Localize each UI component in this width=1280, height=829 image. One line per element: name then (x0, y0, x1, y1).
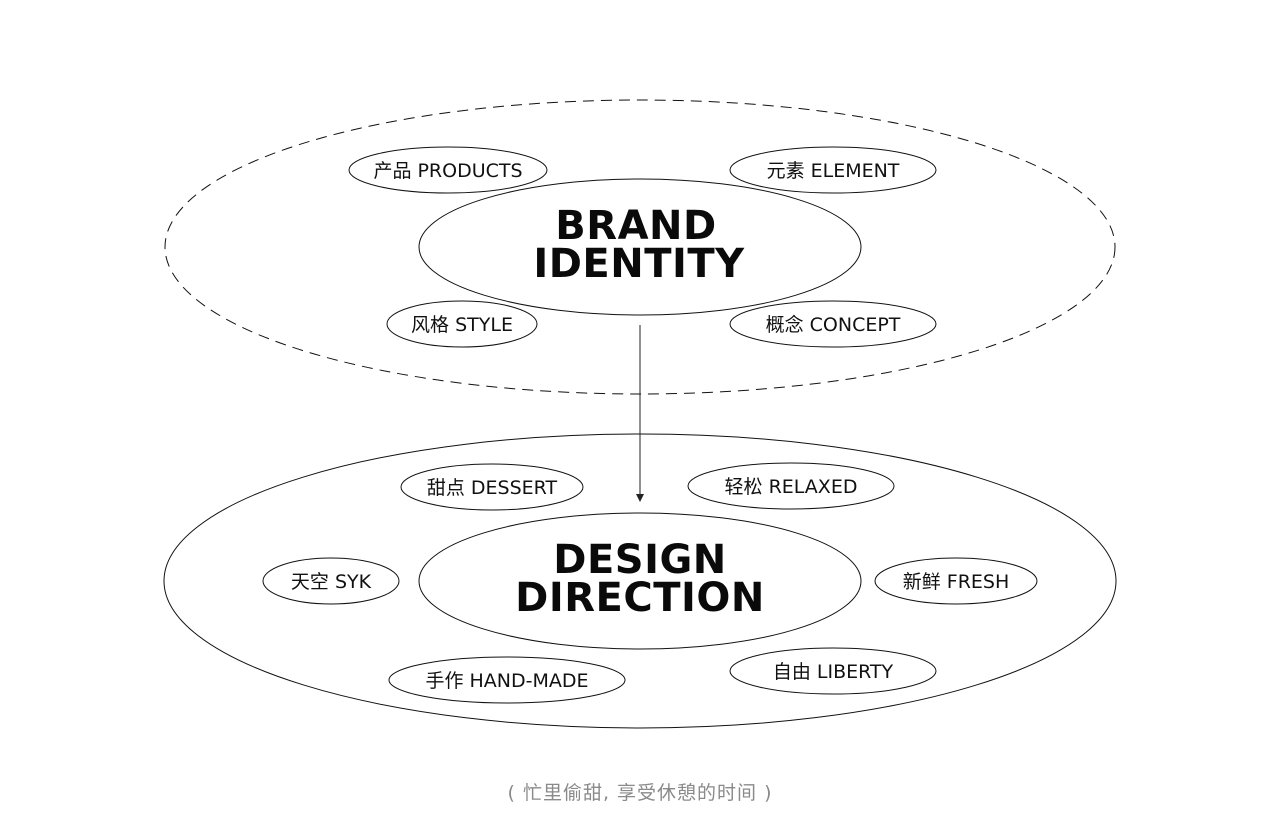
tag-hand-made-label: 手作 HAND-MADE (425, 670, 588, 692)
brand-identity-core: BRAND IDENTITY (418, 178, 862, 316)
brand-identity-core-line-2: IDENTITY (533, 241, 745, 287)
tag-fresh: 新鲜 FRESH (874, 557, 1038, 605)
brand-identity-core-line-1: BRAND (555, 203, 716, 249)
tag-dessert: 甜点 DESSERT (400, 463, 584, 511)
tag-sky: 天空 SYK (262, 557, 400, 605)
connector-arrow-head (636, 494, 644, 502)
tag-element-label: 元素 ELEMENT (767, 160, 900, 182)
tag-liberty: 自由 LIBERTY (729, 647, 937, 695)
tag-sky-label: 天空 SYK (291, 571, 372, 593)
design-direction-core: DESIGN DIRECTION (418, 512, 862, 650)
tag-fresh-label: 新鲜 FRESH (903, 571, 1010, 593)
tag-concept: 概念 CONCEPT (729, 300, 937, 348)
tag-products: 产品 PRODUCTS (348, 146, 548, 194)
tag-style: 风格 STYLE (386, 300, 538, 348)
tag-products-label: 产品 PRODUCTS (373, 160, 522, 182)
tag-relaxed-label: 轻松 RELAXED (725, 476, 858, 498)
tag-concept-label: 概念 CONCEPT (766, 313, 901, 336)
tag-element: 元素 ELEMENT (729, 146, 937, 194)
tag-hand-made: 手作 HAND-MADE (388, 656, 626, 704)
design-direction-core-line-1: DESIGN (553, 537, 727, 583)
design-direction-core-line-2: DIRECTION (515, 575, 765, 621)
slogan-caption: ( 忙里偷甜, 享受休憩的时间 ) (507, 782, 773, 804)
tag-relaxed: 轻松 RELAXED (687, 462, 895, 510)
tag-style-label: 风格 STYLE (411, 314, 513, 336)
tag-dessert-label: 甜点 DESSERT (427, 477, 558, 499)
tag-liberty-label: 自由 LIBERTY (773, 661, 894, 683)
